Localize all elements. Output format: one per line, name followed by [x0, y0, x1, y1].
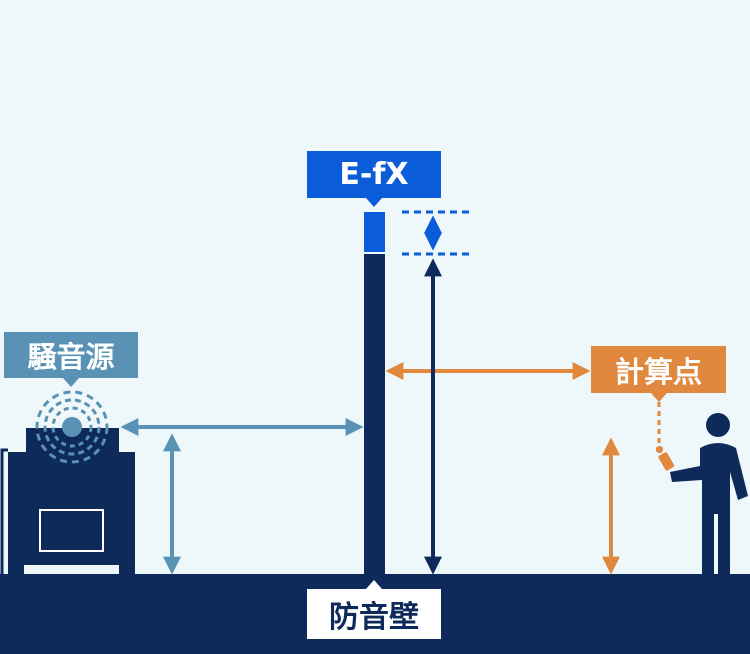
calc-point-label: 計算点: [591, 346, 726, 402]
barrier-wall: [364, 254, 385, 574]
noise-machine-icon: [0, 428, 135, 574]
sound-wave-icon: [35, 390, 109, 464]
efx-top: [364, 212, 385, 252]
noise-source-label: 騒音源: [4, 332, 138, 387]
wall-label: 防音壁: [307, 580, 441, 639]
person-with-meter-icon: [656, 413, 748, 574]
efx-label: E-fX: [307, 151, 441, 207]
